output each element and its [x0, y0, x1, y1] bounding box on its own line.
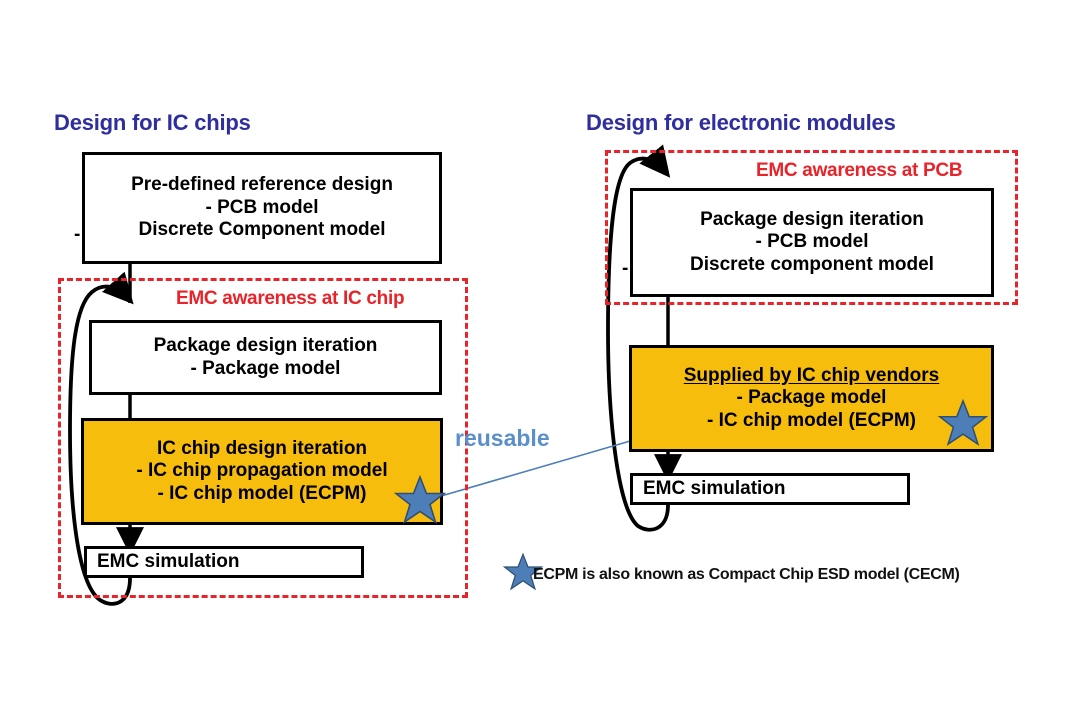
node-line: Package design iteration	[700, 208, 924, 230]
node-line: - IC chip model (ECPM)	[157, 482, 367, 504]
node-line: - IC chip model (ECPM)	[707, 409, 916, 431]
node-line: Pre-defined reference design	[131, 174, 393, 196]
node-line: Supplied by IC chip vendors	[683, 364, 940, 386]
node-ic-chip-design-iteration[interactable]: IC chip design iteration - IC chip propa…	[81, 418, 443, 525]
node-package-design-iteration-right[interactable]: Package design iteration - PCB model Dis…	[630, 188, 994, 297]
emc-awareness-zone-ic-chip-label: EMC awareness at IC chip	[176, 288, 405, 309]
node-package-design-iteration-left[interactable]: Package design iteration - Package model	[89, 320, 442, 395]
reusable-connector-label: reusable	[455, 425, 550, 451]
node-line: - Package model	[736, 387, 887, 409]
node-supplied-by-ic-chip-vendors[interactable]: Supplied by IC chip vendors - Package mo…	[629, 345, 994, 452]
bullet-dash-package-design-right: -	[622, 258, 629, 279]
node-line: IC chip design iteration	[156, 437, 368, 459]
node-line: Package design iteration	[153, 335, 378, 357]
node-line: EMC simulation	[643, 477, 786, 499]
node-line: - PCB model	[755, 231, 869, 253]
legend-ecpm-text: ECPM is also known as Compact Chip ESD m…	[533, 566, 960, 583]
node-line: - Package model	[190, 357, 341, 379]
emc-awareness-zone-ic-chip	[58, 278, 468, 598]
bullet-dash-reference-design: -	[74, 224, 81, 245]
page-title-right-panel: Design for electronic modules	[586, 110, 896, 135]
page-title-left-panel: Design for IC chips	[54, 110, 251, 135]
emc-awareness-zone-pcb	[605, 150, 1018, 305]
node-emc-simulation-left[interactable]: EMC simulation	[84, 546, 364, 578]
node-line: EMC simulation	[97, 550, 240, 572]
node-line: - IC chip propagation model	[136, 460, 388, 482]
node-predefined-reference-design[interactable]: Pre-defined reference design - PCB model…	[82, 152, 442, 264]
emc-awareness-zone-pcb-label: EMC awareness at PCB	[756, 160, 963, 181]
node-line: - PCB model	[205, 196, 319, 218]
node-line: Discrete Component model	[138, 219, 386, 241]
node-line: Discrete component model	[690, 253, 934, 275]
node-emc-simulation-right[interactable]: EMC simulation	[630, 473, 910, 505]
